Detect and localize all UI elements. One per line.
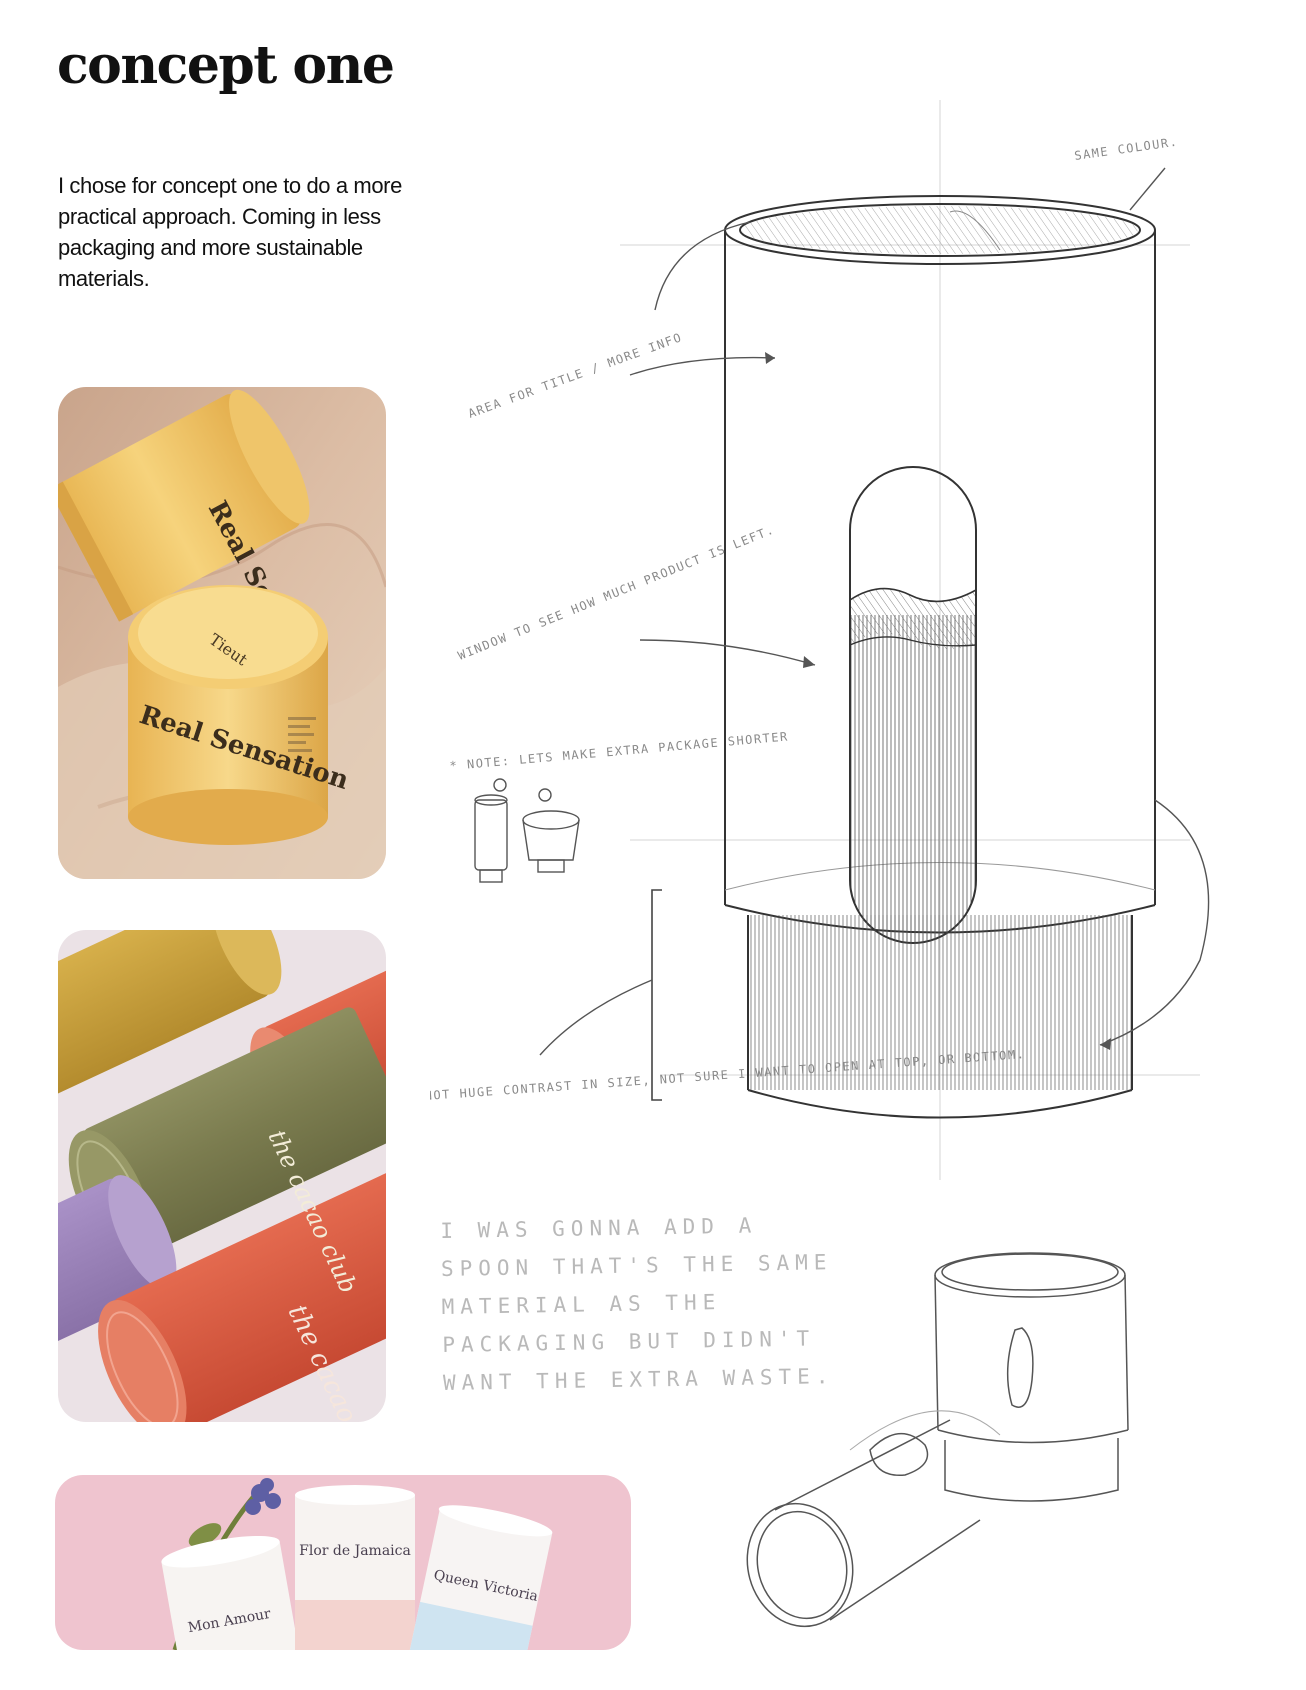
main-container-sketch: SAME COLOUR. AREA FOR TITLE / MORE INFO … — [430, 100, 1210, 1180]
annotation-note: * NOTE: LETS MAKE EXTRA PACKAGE SHORTER — [449, 729, 789, 773]
photo-cacao-tubes: the cacao club the cacao club — [58, 930, 386, 1422]
annotation-same-colour: SAME COLOUR. — [1073, 135, 1179, 163]
annotation-area-title: AREA FOR TITLE / MORE INFO — [466, 330, 684, 421]
photo-yellow-tubes-image: Real Sensation Tieut Real Sensation — [58, 387, 386, 879]
jar-middle-label: Flor de Jamaica — [299, 1543, 411, 1559]
photo-pink-jars-image: Mon Amour Flor de Jamaica Queen Victoria — [55, 1475, 631, 1650]
photo-cacao-tubes-image: the cacao club the cacao club — [58, 930, 386, 1422]
intro-text: I chose for concept one to do a more pra… — [58, 173, 402, 291]
annotation-window: WINDOW TO SEE HOW MUCH PRODUCT IS LEFT. — [456, 522, 777, 662]
page-title: concept one — [57, 35, 395, 96]
secondary-tubes-sketch — [746, 1252, 1129, 1628]
photo-pink-jars: Mon Amour Flor de Jamaica Queen Victoria — [55, 1475, 631, 1650]
photo-yellow-tubes: Real Sensation Tieut Real Sensation — [58, 387, 386, 879]
